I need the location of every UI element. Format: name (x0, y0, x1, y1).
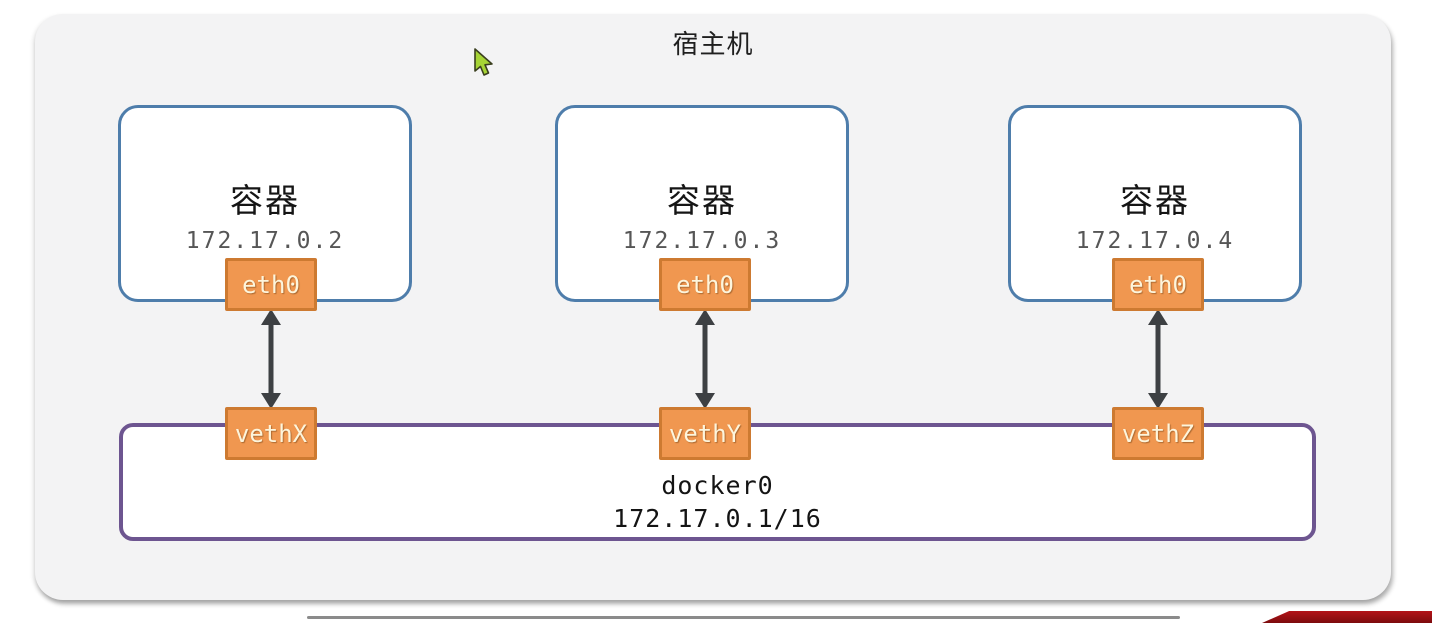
vethy-box: vethY (659, 407, 751, 460)
container-ip: 172.17.0.3 (622, 227, 782, 254)
container-label: 容器 (667, 181, 737, 221)
bridge-cidr: 172.17.0.1/16 (613, 504, 822, 533)
container-ip: 172.17.0.4 (1075, 227, 1235, 254)
container-box-2: 容器 172.17.0.3 (555, 105, 849, 302)
container-label: 容器 (1120, 181, 1190, 221)
veth-pair-arrow-3 (1148, 309, 1168, 409)
container-label: 容器 (230, 181, 300, 221)
vethz-box: vethZ (1112, 407, 1204, 460)
bridge-name: docker0 (661, 471, 774, 500)
veth-pair-arrow-2 (695, 309, 715, 409)
container-box-1: 容器 172.17.0.2 (118, 105, 412, 302)
veth-pair-arrow-1 (261, 309, 281, 409)
eth0-box-2: eth0 (659, 258, 751, 311)
vethx-box: vethX (225, 407, 317, 460)
host-machine-title: 宿主机 (672, 30, 754, 60)
eth0-box-1: eth0 (225, 258, 317, 311)
mouse-cursor-icon (474, 48, 493, 76)
bottom-divider-line (307, 616, 1180, 619)
red-banner-partial (1262, 611, 1432, 623)
eth0-box-3: eth0 (1112, 258, 1204, 311)
container-ip: 172.17.0.2 (185, 227, 345, 254)
